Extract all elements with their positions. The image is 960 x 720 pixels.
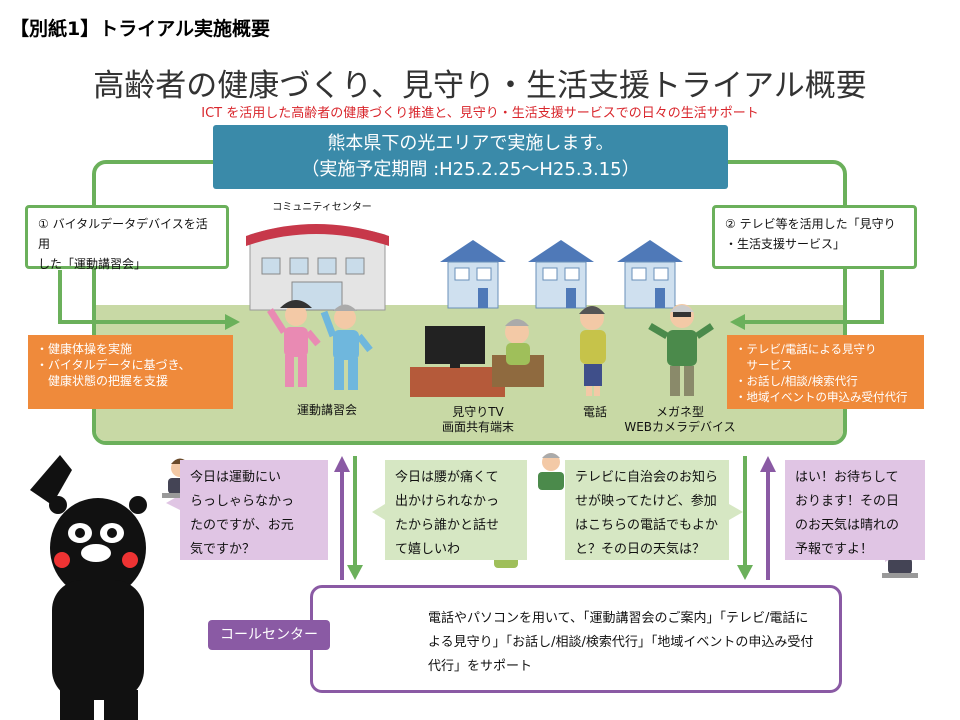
house-icon-1 [440, 240, 506, 309]
orange-box-watch: ・テレビ/電話による見守り サービス ・お話し/相談/検索代行 ・地域イベントの… [727, 335, 924, 409]
connector-arrows [58, 270, 884, 324]
callout-watch-line1: ② テレビ等を活用した「見守り [725, 217, 896, 231]
dialog-operator-1: 今日は運動にい らっしゃらなかっ たのですが、お元 気ですか？ [180, 460, 328, 560]
phone-user-icon [579, 306, 606, 396]
call-center-text-line: よる見守り」「お話し/相談/検索代行」「地域イベントの申込み受付 [428, 635, 814, 650]
orange-right-item: サービス [735, 358, 793, 372]
flow-arrows [334, 456, 776, 580]
dialog-senior-3: テレビに自治会のお知ら せが映ってたけど、参加 はこちらの電話でもよか と？その… [565, 460, 729, 560]
glasses-user-icon [648, 304, 714, 396]
orange-box-exercise: ・健康体操を実施 ・バイタルデータに基づき、 健康状態の把握を支援 [28, 335, 233, 409]
community-center-icon [246, 224, 389, 311]
label-exercise: 運動講習会 [296, 403, 357, 417]
call-center-label: コールセンター [208, 620, 330, 650]
area-info-line2: （実施予定期間 :H25.2.25～H25.3.15） [301, 159, 640, 180]
dialog-line: 予報ですよ！ [795, 542, 874, 557]
dialog-line: らっしゃらなかっ [190, 494, 295, 509]
orange-right-item: ・お話し/相談/検索代行 [735, 374, 858, 388]
dialog-line: のお天気は晴れの [795, 518, 900, 533]
orange-left-item: 健康状態の把握を支援 [36, 374, 169, 388]
orange-left-item: ・健康体操を実施 [36, 342, 133, 356]
label-phone: 電話 [582, 405, 607, 419]
orange-left-item: ・バイタルデータに基づき、 [36, 358, 191, 372]
label-tv: 見守りTV 画面共有端末 [428, 405, 528, 435]
dialog-line: はい！お待ちして [795, 470, 899, 485]
callout-vital-data: ① バイタルデータデバイスを活用 した「運動講習会」 [25, 205, 229, 271]
callout-vital-line1: ① バイタルデータデバイスを活用 [38, 217, 208, 251]
call-center-text-line: 電話やパソコンを用いて、「運動講習会のご案内」「テレビ/電話に [428, 611, 809, 626]
label-tv-line2: 画面共有端末 [441, 420, 514, 434]
page-header: 【別紙1】トライアル実施概要 [10, 18, 271, 40]
bubble-pointer-2 [372, 504, 385, 520]
dialog-line: テレビに自治会のお知ら [575, 470, 719, 485]
dialog-line: たから誰かと話せ [395, 518, 500, 533]
page-subtitle: ICT を活用した高齢者の健康づくり推進と、見守り・生活支援サービスでの日々の生… [201, 106, 759, 121]
callout-watch-line2: ・生活支援サービス」 [725, 237, 846, 251]
orange-right-item: ・テレビ/電話による見守り [735, 342, 877, 356]
label-tv-line1: 見守りTV [452, 405, 504, 419]
area-info-box: 熊本県下の光エリアで実施します。 （実施予定期間 :H25.2.25～H25.3… [213, 125, 728, 189]
senior-small-icon-3 [538, 453, 564, 490]
call-center-description: 電話やパソコンを用いて、「運動講習会のご案内」「テレビ/電話に よる見守り」「お… [428, 607, 833, 679]
house-icon-2 [528, 240, 594, 309]
dialog-line: 出かけられなかっ [395, 494, 500, 509]
orange-right-item: ・地域イベントの申込み受付代行 [735, 390, 908, 404]
callout-watch-service: ② テレビ等を活用した「見守り ・生活支援サービス」 [712, 205, 917, 269]
call-center-text-line: 代行」をサポート [428, 659, 533, 674]
dialog-line: はこちらの電話でもよか [575, 518, 719, 533]
page-title: 高齢者の健康づくり、見守り・生活支援トライアル概要 [93, 68, 867, 104]
dialog-line: せが映ってたけど、参加 [575, 494, 717, 509]
dialog-senior-2: 今日は腰が痛くて 出かけられなかっ たから誰かと話せ て嬉しいわ [385, 460, 527, 560]
area-info-line1: 熊本県下の光エリアで実施します。 [327, 133, 614, 154]
dialog-line: 今日は腰が痛くて [395, 470, 499, 485]
house-icon-3 [617, 240, 683, 309]
exercise-people-icon [267, 300, 373, 390]
community-center-label: コミュニティセンター [272, 202, 372, 213]
arrow-head-left [225, 314, 240, 330]
label-glasses: メガネ型 WEBカメラデバイス [615, 405, 745, 435]
arrow-head-right [730, 314, 745, 330]
dialog-line: 気ですか？ [190, 542, 256, 557]
bubble-pointer-3 [729, 504, 743, 520]
label-glasses-line1: メガネ型 [655, 405, 704, 419]
mascot-bear-icon [30, 455, 147, 720]
dialog-line: て嬉しいわ [395, 542, 461, 557]
call-center-box [310, 585, 842, 693]
dialog-line: たのですが、お元 [190, 518, 294, 533]
dialog-line: おります！その日 [795, 494, 900, 509]
dialog-operator-4: はい！お待ちして おります！その日 のお天気は晴れの 予報ですよ！ [785, 460, 925, 560]
callout-vital-line2: した「運動講習会」 [38, 257, 147, 271]
dialog-line: 今日は運動にい [190, 470, 282, 485]
bubble-pointer-1 [166, 495, 180, 510]
label-glasses-line2: WEBカメラデバイス [624, 420, 736, 434]
tv-terminal-icon [410, 319, 544, 397]
dialog-line: と？その日の天気は？ [575, 542, 706, 557]
